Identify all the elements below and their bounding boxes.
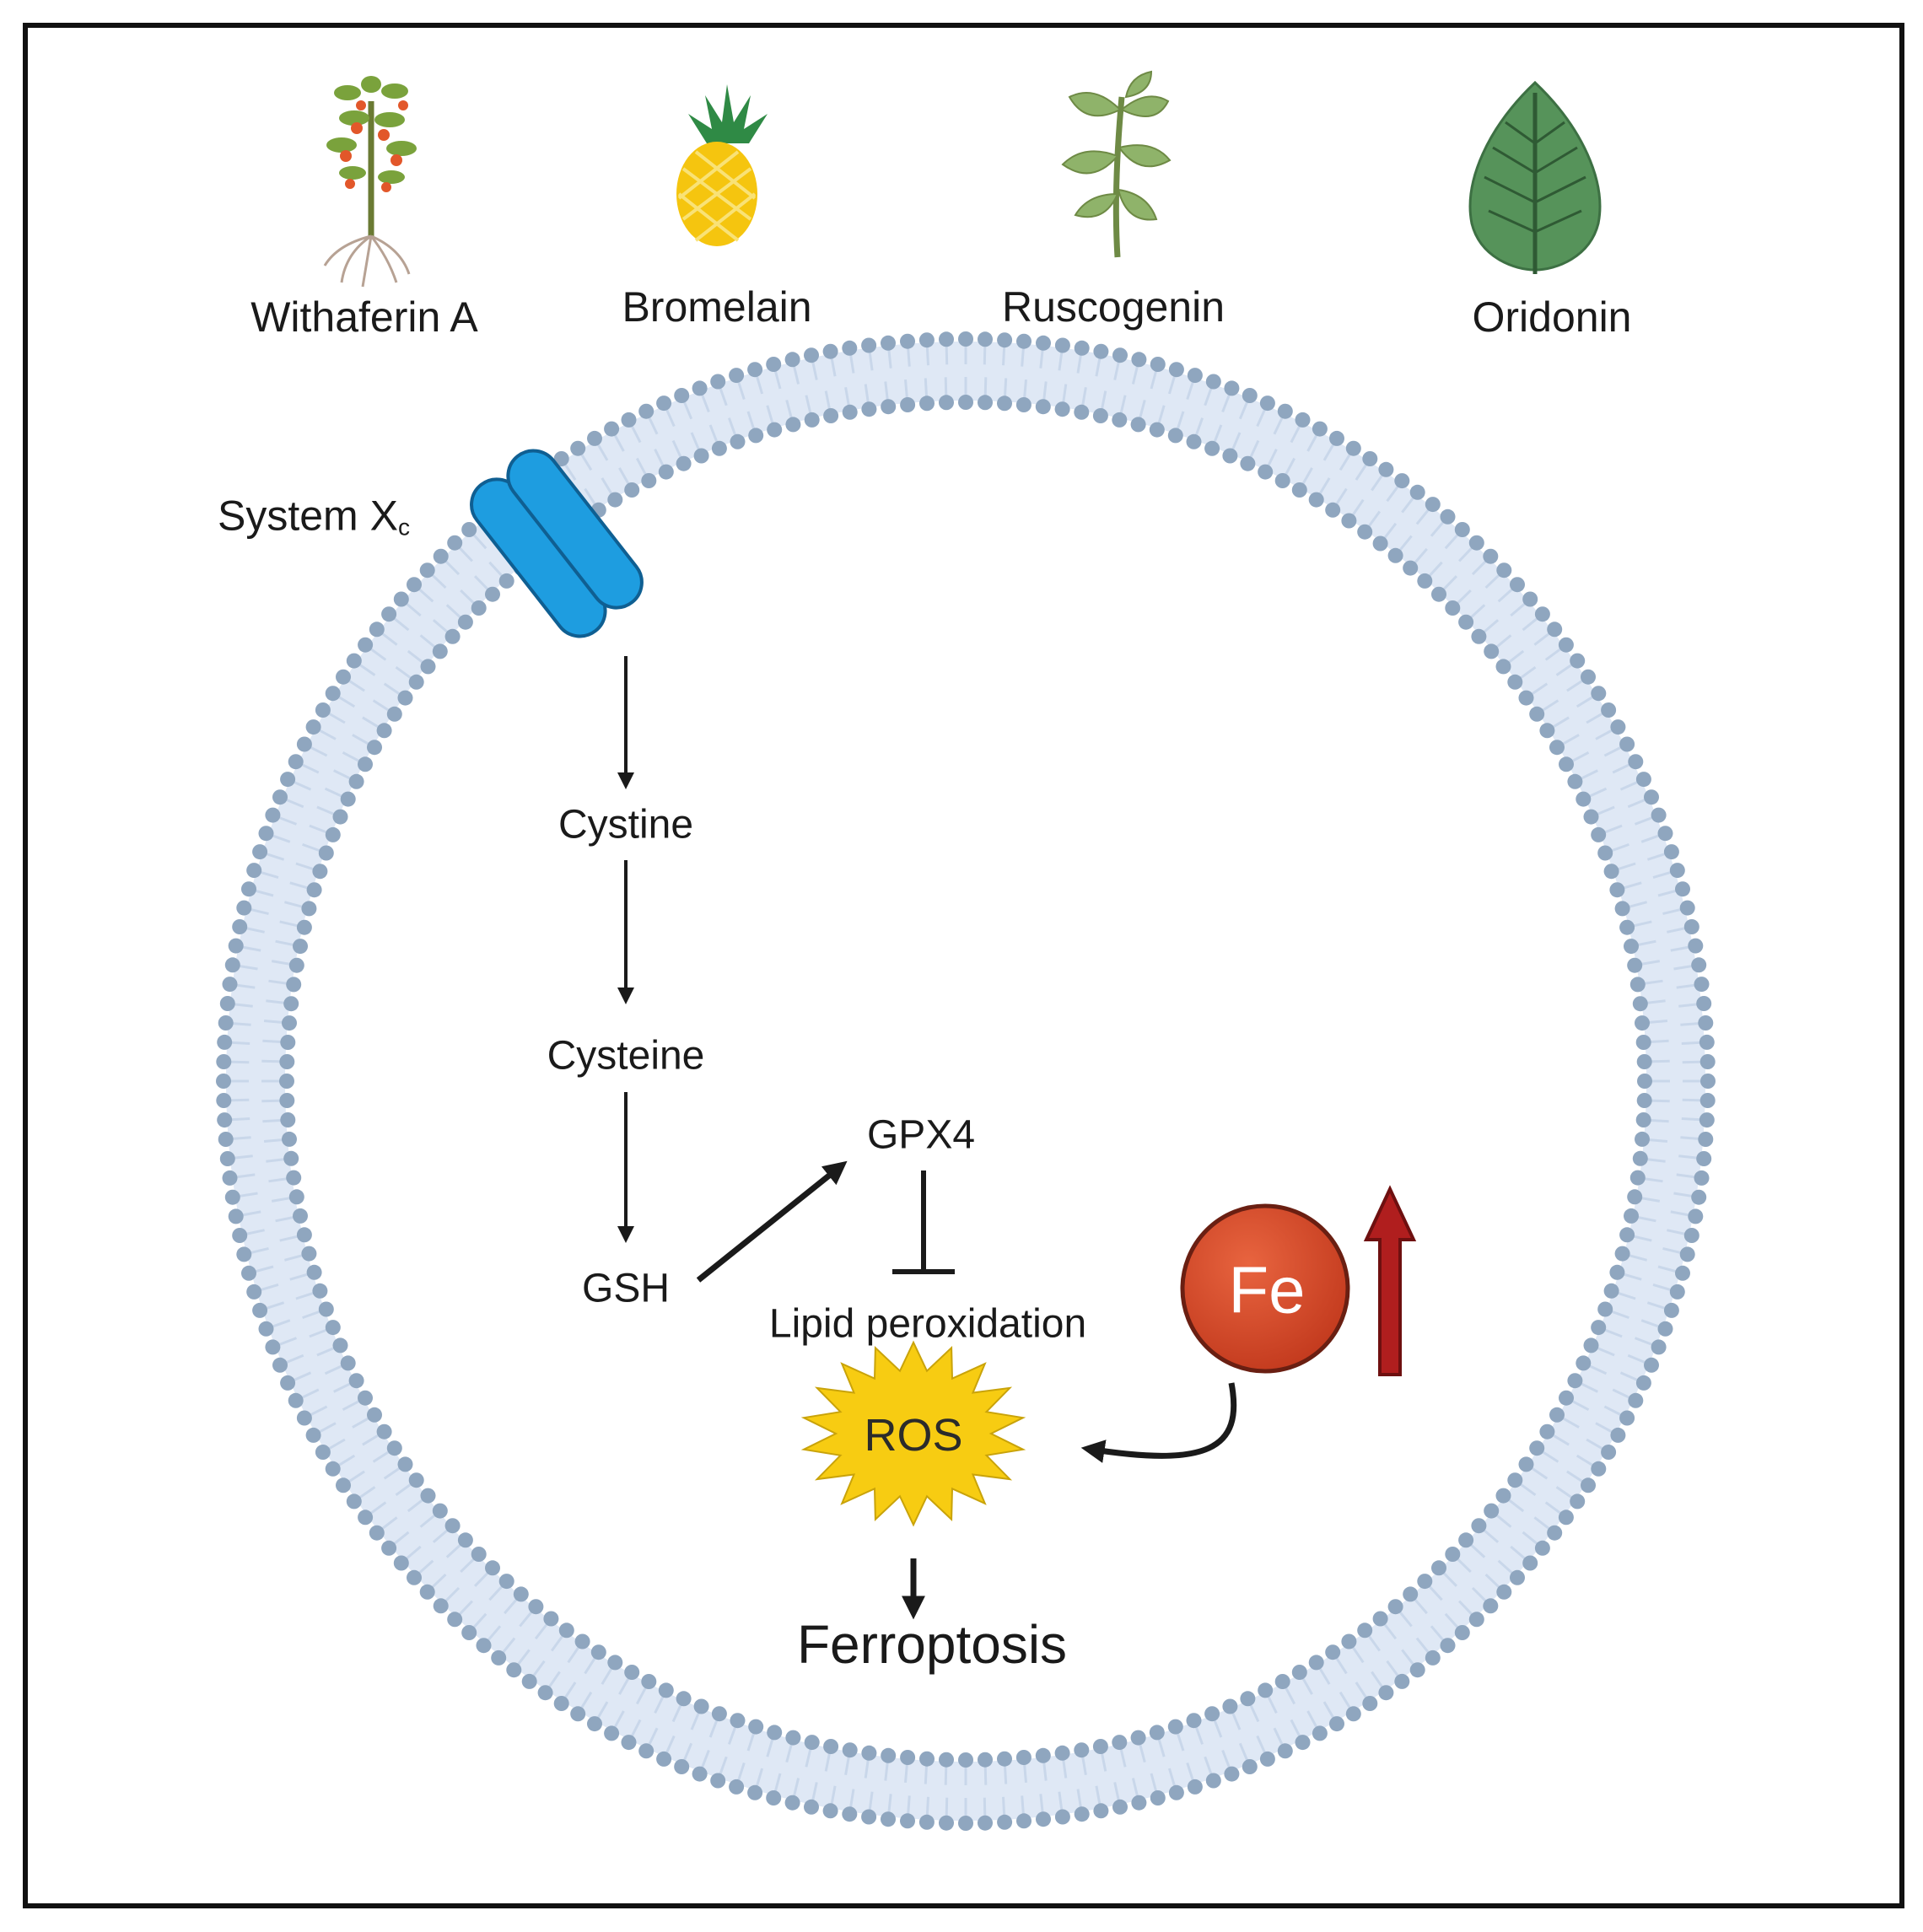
ferroptosis-label: Ferroptosis [796, 1614, 1068, 1675]
arrow-fe-to-ros [1080, 1382, 1237, 1463]
gpx4-label: GPX4 [866, 1112, 976, 1158]
ros-burst-icon [800, 1340, 1026, 1527]
increase-arrow-icon [1363, 1185, 1417, 1376]
plant-label-oridonin: Oridonin [1472, 293, 1632, 341]
plant-label-withaferin: Withaferin A [250, 293, 478, 341]
ruscus-plant-icon [1061, 70, 1172, 258]
leaf-icon [1468, 80, 1602, 274]
plant-label-ruscogenin: Ruscogenin [1001, 283, 1225, 331]
ros-label: ROS [864, 1410, 963, 1461]
arrow-gsh-to-gpx4 [696, 1160, 848, 1283]
iron-label: Fe [1228, 1252, 1306, 1327]
gsh-label: GSH [581, 1266, 671, 1311]
system-xc-label: System Xc [218, 492, 410, 541]
cell-membrane [216, 331, 1716, 1831]
lipid-peroxidation-label: Lipid peroxidation [768, 1301, 1087, 1347]
iron-sphere-icon [1180, 1203, 1350, 1374]
cysteine-label: Cysteine [547, 1033, 705, 1079]
plant-label-bromelain: Bromelain [622, 283, 812, 331]
inhibition-gpx4-lipid [892, 1171, 955, 1274]
pineapple-icon [676, 84, 768, 246]
cystine-label: Cystine [558, 802, 694, 848]
system-xc-transporter [470, 449, 644, 638]
withania-plant-icon [323, 76, 417, 288]
